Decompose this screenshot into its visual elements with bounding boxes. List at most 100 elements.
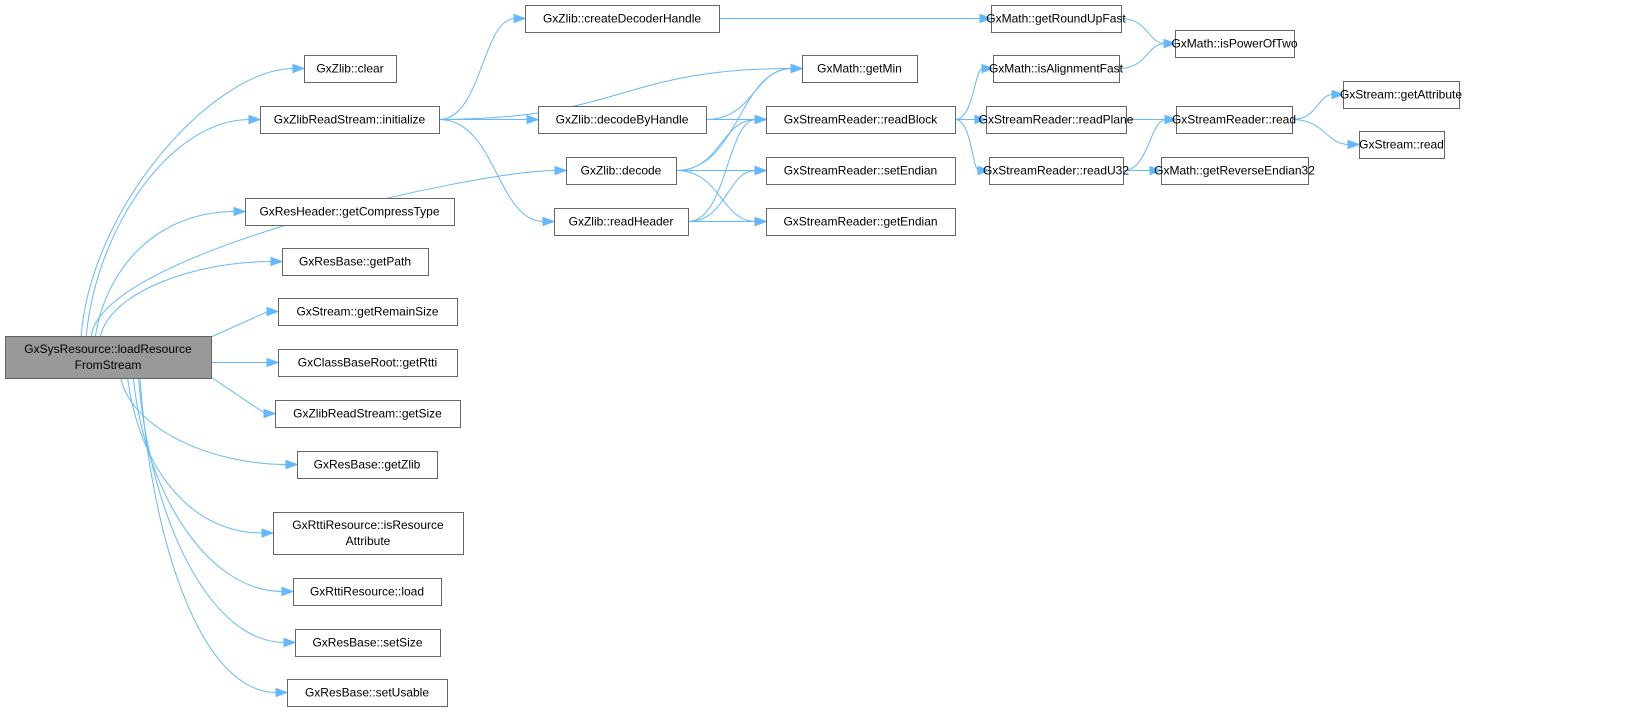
node-math-getreverseendian32[interactable]: GxMath::getReverseEndian32	[1154, 157, 1315, 185]
node-label: GxClassBaseRoot::getRtti	[298, 356, 437, 370]
node-resheader-getcompresstype[interactable]: GxResHeader::getCompressType	[245, 198, 455, 226]
node-label: GxZlibReadStream::initialize	[274, 113, 426, 127]
edge-zrs-initialize-to-zlib-readheader	[438, 119, 545, 222]
edge-zlib-decode-to-sr-getendian	[675, 170, 757, 222]
node-sr-setendian[interactable]: GxStreamReader::setEndian	[766, 157, 956, 185]
node-classbaseroot-getrtti[interactable]: GxClassBaseRoot::getRtti	[278, 349, 458, 377]
edge-math-getroundupfast-to-math-ispoweroftwo	[1120, 18, 1166, 44]
node-box	[282, 248, 429, 276]
node-label: GxMath::getReverseEndian32	[1154, 164, 1315, 178]
arrowhead-icon	[1347, 139, 1361, 150]
node-math-isalignmentfast[interactable]: GxMath::isAlignmentFast	[989, 55, 1124, 83]
node-box	[766, 157, 956, 185]
node-zlib-decode[interactable]: GxZlib::decode	[566, 157, 677, 185]
edge-root-to-resheader-getcompresstype	[94, 211, 236, 337]
node-label: GxStreamReader::read	[1172, 113, 1296, 127]
node-box	[278, 349, 458, 377]
edge-root-to-resbase-getzlib	[120, 377, 288, 465]
node-stream-read[interactable]: GxStream::read	[1359, 131, 1445, 159]
node-label: GxSysResource::loadResource	[24, 342, 192, 356]
node-resbase-setusable[interactable]: GxResBase::setUsable	[287, 679, 448, 707]
node-box	[1343, 81, 1460, 109]
node-zlib-readheader[interactable]: GxZlib::readHeader	[554, 208, 689, 236]
node-box	[566, 157, 677, 185]
node-box	[766, 106, 956, 134]
arrowhead-icon	[974, 114, 988, 125]
node-label: GxZlib::decode	[581, 164, 662, 178]
edge-sr-read-to-stream-read	[1291, 119, 1350, 145]
arrowhead-icon	[266, 357, 280, 368]
edge-zlib-readheader-to-sr-setendian	[687, 170, 757, 222]
node-box	[802, 55, 918, 83]
node-sr-readplane[interactable]: GxStreamReader::readPlane	[979, 106, 1134, 134]
node-sr-readu32[interactable]: GxStreamReader::readU32	[983, 157, 1129, 185]
node-resbase-getzlib[interactable]: GxResBase::getZlib	[297, 451, 438, 479]
edge-root-to-resbase-getpath	[99, 261, 273, 337]
node-label: GxZlib::decodeByHandle	[556, 113, 689, 127]
node-label: GxZlib::readHeader	[569, 215, 674, 229]
edge-root-to-rttires-isresattr	[127, 377, 264, 534]
edge-root-to-zrs-getsize	[210, 376, 266, 414]
node-zlib-decodebyhandle[interactable]: GxZlib::decodeByHandle	[538, 106, 707, 134]
edge-root-to-resbase-setusable	[139, 377, 278, 693]
node-label: GxResBase::getZlib	[314, 458, 421, 472]
node-label: GxMath::isAlignmentFast	[989, 62, 1124, 76]
node-box	[991, 5, 1122, 33]
node-sr-read[interactable]: GxStreamReader::read	[1172, 106, 1296, 134]
node-zrs-getsize[interactable]: GxZlibReadStream::getSize	[275, 400, 461, 428]
arrowhead-icon	[283, 637, 297, 648]
arrowhead-icon	[281, 586, 295, 597]
edge-zlib-readheader-to-sr-readblock	[687, 119, 757, 222]
edge-zrs-initialize-to-math-getmin	[438, 68, 793, 120]
edge-sr-readu32-to-sr-read	[1122, 119, 1167, 171]
node-box	[278, 298, 458, 326]
arrowhead-icon	[554, 165, 568, 176]
node-math-getroundupfast[interactable]: GxMath::getRoundUpFast	[986, 5, 1126, 33]
node-resbase-getpath[interactable]: GxResBase::getPath	[282, 248, 429, 276]
node-label: GxStream::read	[1359, 138, 1444, 152]
arrowhead-icon	[275, 687, 289, 698]
node-box	[993, 55, 1120, 83]
node-box	[260, 106, 440, 134]
node-box	[273, 512, 464, 555]
arrowhead-icon	[513, 13, 527, 24]
node-label: GxStreamReader::getEndian	[783, 215, 937, 229]
edge-sr-readblock-to-math-isalignmentfast	[954, 68, 984, 120]
node-sr-readblock[interactable]: GxStreamReader::readBlock	[766, 106, 956, 134]
node-math-getmin[interactable]: GxMath::getMin	[802, 55, 918, 83]
arrowhead-icon	[266, 306, 280, 317]
edge-sr-read-to-stream-getattribute	[1291, 94, 1334, 120]
node-label: GxMath::isPowerOfTwo	[1171, 37, 1297, 51]
node-label: GxResBase::setSize	[312, 636, 422, 650]
node-stream-getattribute[interactable]: GxStream::getAttribute	[1340, 81, 1462, 109]
node-label: GxStreamReader::readBlock	[784, 113, 938, 127]
node-zlib-createdecoderhandle[interactable]: GxZlib::createDecoderHandle	[525, 5, 720, 33]
edge-root-to-resbase-setsize	[138, 377, 286, 643]
node-box	[1175, 30, 1295, 58]
node-label: GxStreamReader::setEndian	[784, 164, 937, 178]
node-label: GxMath::getRoundUpFast	[986, 12, 1126, 26]
node-sr-getendian[interactable]: GxStreamReader::getEndian	[766, 208, 956, 236]
arrowhead-icon	[285, 459, 299, 470]
node-zlib-clear[interactable]: GxZlib::clear	[304, 55, 397, 83]
node-math-ispoweroftwo[interactable]: GxMath::isPowerOfTwo	[1171, 30, 1298, 58]
node-label: GxStream::getAttribute	[1340, 88, 1462, 102]
node-label: GxZlib::clear	[316, 62, 383, 76]
nodes-layer: GxSysResource::loadResourceFromStreamGxZ…	[5, 5, 1462, 707]
node-label: GxRttiResource::load	[310, 585, 424, 599]
node-resbase-setsize[interactable]: GxResBase::setSize	[295, 629, 441, 657]
node-box	[525, 5, 720, 33]
arrowhead-icon	[248, 114, 262, 125]
node-box	[295, 629, 441, 657]
node-label: GxRttiResource::isResource	[292, 518, 444, 532]
node-stream-getremainsize[interactable]: GxStream::getRemainSize	[278, 298, 458, 326]
node-zrs-initialize[interactable]: GxZlibReadStream::initialize	[260, 106, 440, 134]
node-rttires-load[interactable]: GxRttiResource::load	[293, 578, 442, 606]
edge-zrs-initialize-to-zlib-createdecoderhandle	[438, 18, 516, 120]
edge-sr-readblock-to-sr-readu32	[954, 119, 980, 171]
edge-root-to-zrs-initialize	[85, 119, 251, 337]
arrowhead-icon	[979, 13, 993, 24]
arrowhead-icon	[754, 114, 768, 125]
